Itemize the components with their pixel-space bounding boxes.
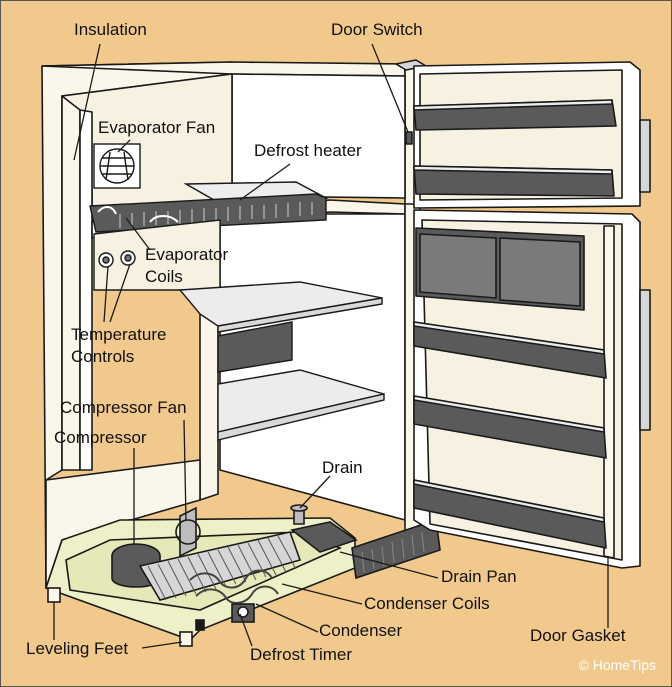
label-door-gasket: Door Gasket bbox=[530, 626, 626, 645]
label-compressor-fan: Compressor Fan bbox=[60, 398, 187, 417]
label-temperature-controls-line2: Controls bbox=[71, 347, 135, 366]
leader-compressor-fan bbox=[183, 419, 187, 521]
label-temperature-controls-line1: Temperature bbox=[71, 325, 167, 344]
label-condenser: Condenser bbox=[319, 621, 403, 640]
leader-door-switch bbox=[371, 43, 409, 133]
label-leveling-feet: Leveling Feet bbox=[26, 639, 129, 658]
leveling-foot-left bbox=[47, 587, 61, 603]
door-gasket-strip bbox=[603, 225, 615, 559]
label-drain: Drain bbox=[322, 458, 363, 477]
leader-drain-pan bbox=[339, 551, 439, 579]
label-compressor: Compressor bbox=[54, 428, 147, 447]
front-grille bbox=[351, 518, 441, 580]
drain-pan-shape bbox=[290, 521, 358, 553]
label-evaporator-fan: Evaporator Fan bbox=[98, 118, 216, 137]
leader-condenser-coils bbox=[281, 583, 363, 605]
leader-temperature-controls bbox=[103, 263, 131, 323]
leader-evaporator-fan bbox=[117, 139, 131, 153]
temperature-control-knob-right bbox=[120, 250, 136, 266]
leveling-foot-right bbox=[179, 631, 193, 647]
condenser-body bbox=[138, 531, 302, 601]
leader-condenser bbox=[255, 603, 319, 633]
doors bbox=[395, 59, 651, 569]
leader-insulation bbox=[73, 43, 101, 161]
label-condenser-coils: Condenser Coils bbox=[364, 594, 490, 613]
cabinet bbox=[41, 61, 421, 589]
leader-lines bbox=[53, 43, 609, 649]
label-defrost-timer: Defrost Timer bbox=[250, 645, 353, 664]
compressor-fan-icon bbox=[175, 506, 201, 558]
leader-evaporator-coils bbox=[125, 217, 151, 251]
machine-compartment bbox=[44, 504, 441, 647]
fridge-shelves bbox=[178, 281, 385, 441]
leader-defrost-heater bbox=[239, 163, 291, 201]
temperature-control-knob-left bbox=[98, 252, 114, 268]
condenser-coil-tubes bbox=[189, 569, 279, 604]
label-evaporator-coils-line2: Coils bbox=[145, 267, 183, 286]
label-drain-pan: Drain Pan bbox=[441, 567, 517, 586]
crisper-drawer bbox=[217, 321, 293, 373]
label-defrost-heater: Defrost heater bbox=[254, 141, 362, 160]
label-evaporator-coils-line1: Evaporator bbox=[145, 245, 229, 264]
freezer-section bbox=[89, 143, 329, 291]
label-insulation: Insulation bbox=[74, 20, 147, 39]
leader-leveling-feet bbox=[53, 602, 183, 649]
evaporator-fan-icon bbox=[99, 148, 135, 184]
label-door-switch: Door Switch bbox=[331, 20, 423, 39]
hometips-credit: © HomeTips bbox=[578, 657, 656, 673]
leader-defrost-timer bbox=[239, 613, 253, 647]
door-switch-shape bbox=[405, 131, 413, 145]
leader-drain bbox=[299, 475, 331, 509]
